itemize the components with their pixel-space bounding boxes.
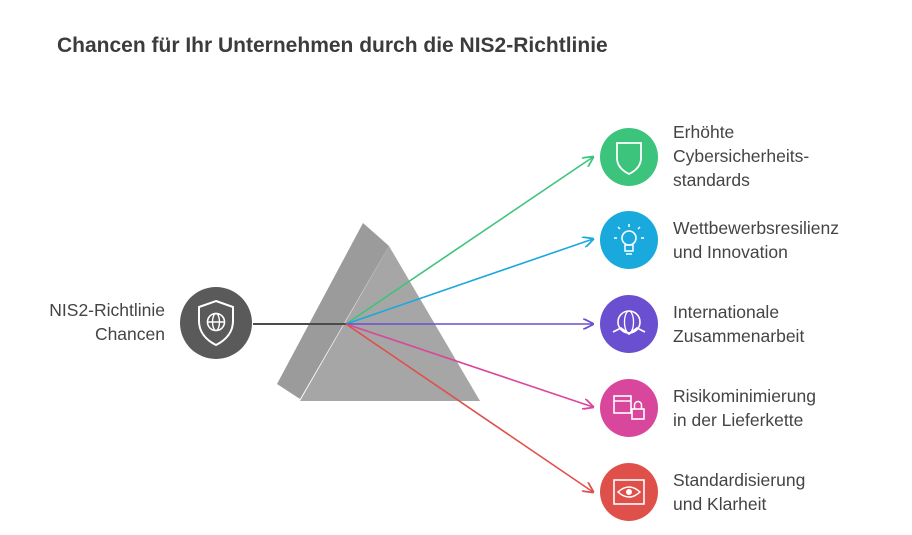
shield-globe-icon (180, 287, 252, 359)
item-1-line-3: standards (673, 170, 750, 190)
handshake-globe-icon (600, 295, 658, 353)
shield-icon (600, 128, 658, 186)
item-4-line-1: Risikominimierung (673, 386, 816, 406)
item-label-5: Standardisierung und Klarheit (673, 468, 805, 516)
ray-blue (345, 239, 593, 325)
item-label-4: Risikominimierung in der Lieferkette (673, 384, 816, 432)
source-label-line-1: NIS2-Richtlinie (49, 300, 165, 320)
source-label: NIS2-Richtlinie Chancen (49, 298, 165, 346)
package-lock-icon (600, 379, 658, 437)
item-4-line-2: in der Lieferkette (673, 410, 804, 430)
item-5-line-1: Standardisierung (673, 470, 806, 490)
lightbulb-icon (600, 211, 658, 269)
item-1-line-1: Erhöhte (673, 122, 735, 142)
item-3-line-1: Internationale (673, 302, 780, 322)
source-label-line-2: Chancen (94, 324, 165, 344)
item-label-3: Internationale Zusammenarbeit (673, 300, 804, 348)
ray-green (345, 157, 593, 325)
eye-frame-icon (600, 463, 658, 521)
item-2-line-1: Wettbewerbsresilienz (673, 218, 839, 238)
diagram-title: Chancen für Ihr Unternehmen durch die NI… (57, 34, 608, 57)
item-label-2: Wettbewerbsresilienz und Innovation (673, 216, 839, 264)
ray-pink (345, 323, 593, 407)
prism-back-face (277, 223, 389, 399)
item-2-line-2: und Innovation (673, 242, 788, 262)
item-3-line-2: Zusammenarbeit (673, 326, 805, 346)
item-1-line-2: Cybersicherheits- (673, 146, 810, 166)
item-label-1: Erhöhte Cybersicherheits- standards (673, 120, 809, 192)
item-5-line-2: und Klarheit (673, 494, 767, 514)
ray-red (345, 323, 593, 492)
